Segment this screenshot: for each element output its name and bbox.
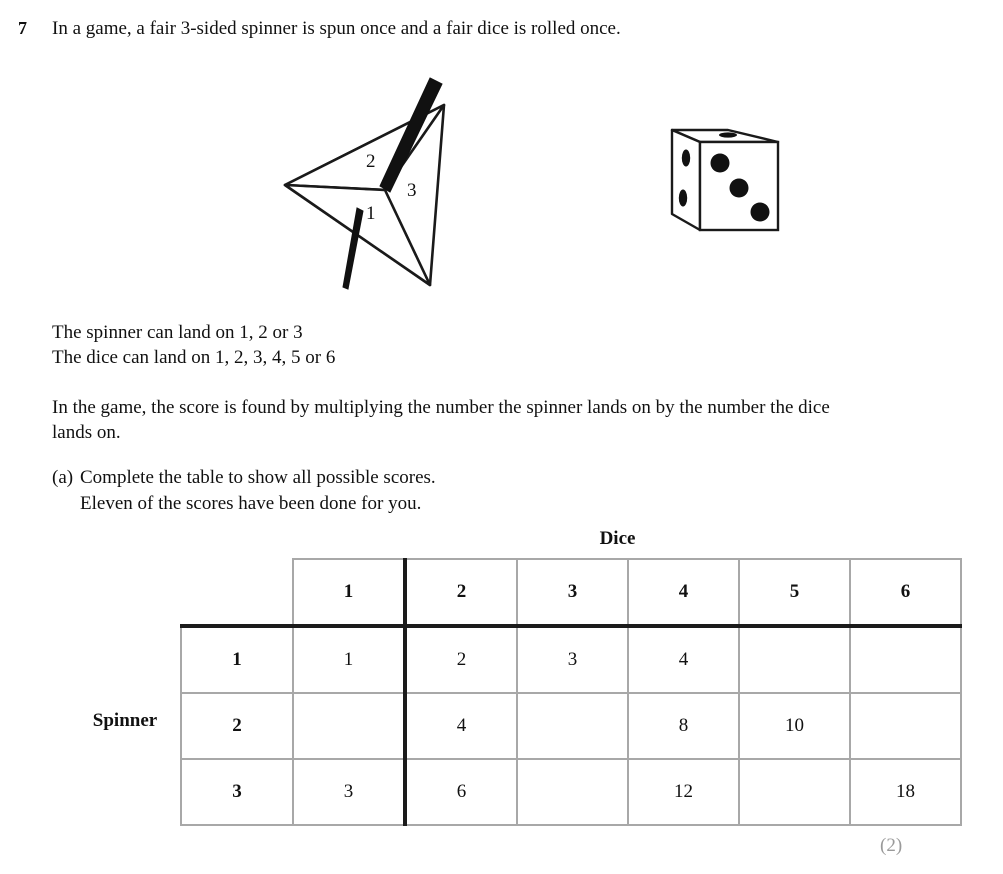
dice-svg [670, 128, 780, 232]
cell-r2-c6[interactable] [849, 692, 962, 760]
marks-indicator: (2) [880, 835, 903, 856]
figures-row: 2 3 1 [0, 60, 1003, 305]
column-header-2: 2 [404, 558, 518, 628]
cell-r1-c3[interactable]: 3 [516, 625, 629, 694]
spinner-face-label-2: 2 [366, 151, 376, 172]
question-number: 7 [18, 18, 27, 38]
part-a-line-1: Complete the table to show all possible … [80, 467, 436, 488]
row-header-1: 1 [180, 625, 294, 694]
cell-r2-c4[interactable]: 8 [627, 692, 740, 760]
table-row: 3 3 6 12 18 [180, 758, 962, 826]
score-rule-text: In the game, the score is found by multi… [52, 397, 830, 443]
spinner-hidden-edge-left [284, 183, 386, 192]
column-header-6: 6 [849, 558, 962, 628]
cell-r3-c5[interactable] [738, 758, 851, 826]
column-header-5: 5 [738, 558, 851, 628]
dice-pip-top-1 [719, 132, 737, 138]
dice-pip-left-2 [678, 189, 688, 207]
spinner-hidden-edge-bottom [384, 189, 431, 286]
column-header-1: 1 [292, 558, 407, 628]
table-row: 1 1 2 3 4 [180, 625, 962, 694]
cell-r3-c3[interactable] [516, 758, 629, 826]
question-intro-text: In a game, a fair 3-sided spinner is spu… [52, 18, 621, 39]
row-header-2: 2 [180, 692, 294, 760]
column-header-3: 3 [516, 558, 629, 628]
table-column-axis-title: Dice [599, 528, 636, 549]
dice-pip-front-3 [750, 202, 770, 222]
table-row: 2 4 8 10 [180, 692, 962, 760]
dice-pip-left-1 [681, 149, 691, 167]
spinner-face-label-3: 3 [407, 180, 417, 201]
cell-r1-c1[interactable]: 1 [292, 625, 407, 694]
cell-r1-c6[interactable] [849, 625, 962, 694]
dice-pip-front-1 [710, 153, 730, 173]
spinner-svg [283, 77, 446, 290]
cell-r2-c3[interactable] [516, 692, 629, 760]
column-header-4: 4 [627, 558, 740, 628]
cell-r3-c1[interactable]: 3 [292, 758, 407, 826]
row-header-3: 3 [180, 758, 294, 826]
cell-r1-c2[interactable]: 2 [404, 625, 518, 694]
spinner-spindle-upper [379, 77, 443, 193]
table-row-axis-title: Spinner [92, 710, 158, 731]
cell-r2-c1[interactable] [292, 692, 407, 760]
table-header-row: 1 2 3 4 5 6 [181, 558, 962, 628]
dice-left-face [670, 128, 702, 232]
table-corner-cell [181, 559, 293, 628]
scores-table: 1 2 3 4 5 6 1 1 2 3 4 2 4 8 10 3 3 [180, 558, 962, 826]
cell-r3-c2[interactable]: 6 [404, 758, 518, 826]
cell-r1-c4[interactable]: 4 [627, 625, 740, 694]
cell-r2-c2[interactable]: 4 [404, 692, 518, 760]
cell-r3-c4[interactable]: 12 [627, 758, 740, 826]
dice-pip-front-2 [729, 178, 749, 198]
facts-line-2: The dice can land on 1, 2, 3, 4, 5 or 6 [52, 347, 336, 368]
cell-r1-c5[interactable] [738, 625, 851, 694]
spinner-figure: 2 3 1 [262, 60, 482, 300]
spinner-face-label-1: 1 [366, 203, 376, 224]
dice-figure [650, 110, 810, 250]
part-a-instructions: Complete the table to show all possible … [80, 465, 780, 517]
facts-line-1: The spinner can land on 1, 2 or 3 [52, 322, 303, 343]
spinner-spindle-lower [342, 207, 364, 290]
cell-r2-c5[interactable]: 10 [738, 692, 851, 760]
part-a-label: (a) [52, 467, 74, 488]
cell-r3-c6[interactable]: 18 [849, 758, 962, 826]
part-a-line-2: Eleven of the scores have been done for … [80, 493, 422, 514]
spinner-dice-facts: The spinner can land on 1, 2 or 3 The di… [52, 320, 752, 370]
